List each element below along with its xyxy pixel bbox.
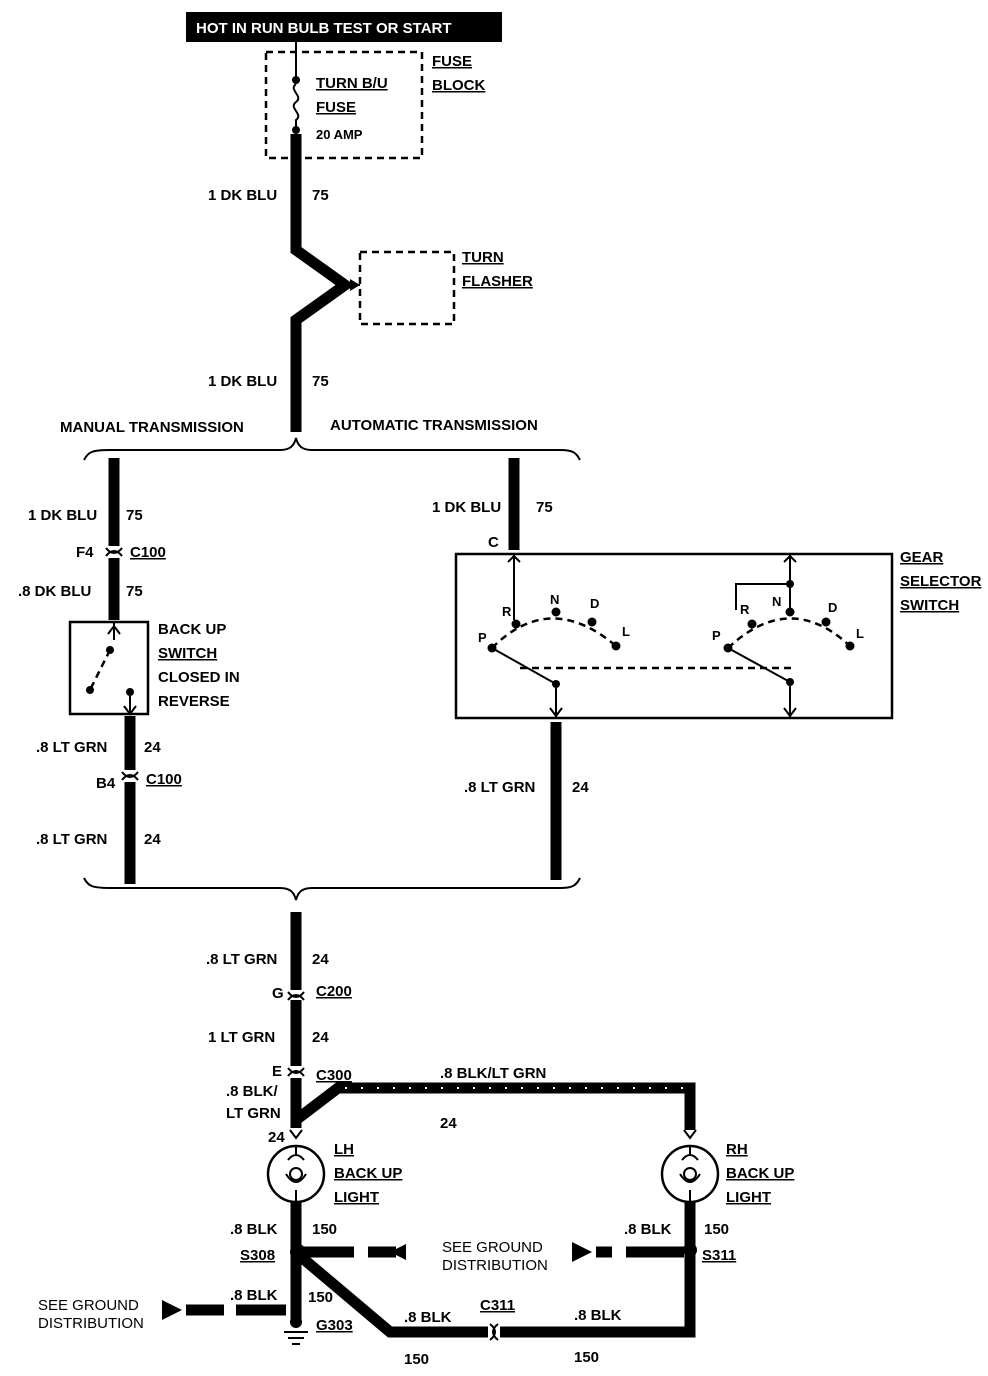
splice-s308-label: S308 — [240, 1247, 275, 1264]
wire-circuit-24-lh: 24 — [268, 1129, 285, 1146]
wire-label-common-lt-grn-1: .8 LT GRN — [206, 951, 277, 968]
connector-g: G — [272, 985, 284, 1002]
ground-ref-left-1: SEE GROUND — [38, 1297, 139, 1314]
connector-c: C — [488, 534, 499, 551]
wire-label-common-lt-grn-2: 1 LT GRN — [208, 1029, 275, 1046]
wire-blk-lt-grn-rh — [292, 1082, 696, 1130]
flasher-label-2: FLASHER — [462, 273, 533, 290]
connector-f4: F4 — [76, 544, 94, 561]
gear-switch-label-3: SWITCH — [900, 597, 959, 614]
wire-label-blk-lt-grn-rh: .8 BLK/LT GRN — [440, 1065, 546, 1082]
gear-n-2: N — [772, 594, 781, 609]
wire-label-manual-lt-grn-2: .8 LT GRN — [36, 831, 107, 848]
backup-switch-label-2: SWITCH — [158, 645, 217, 662]
connector-c300: C300 — [316, 1067, 352, 1084]
wire-circuit-24-auto: 24 — [572, 779, 589, 796]
wire-circuit-150-ground: 150 — [308, 1289, 333, 1306]
fuse-name-2: FUSE — [316, 99, 356, 116]
gear-r-2: R — [740, 602, 750, 617]
wire-circuit-75-manual-2: 75 — [126, 583, 143, 600]
wire-label-blk-lt-grn-1: .8 BLK/ — [226, 1083, 279, 1100]
fuse-rating: 20 AMP — [316, 127, 363, 142]
wire-label-ground-left: .8 BLK — [230, 1287, 278, 1304]
wire-circuit-75-manual: 75 — [126, 507, 143, 524]
gear-p-2: P — [712, 628, 721, 643]
fuse-name-1: TURN B/U — [316, 75, 388, 92]
wire-circuit-150-bottom-left: 150 — [404, 1351, 429, 1368]
option-brace-bottom — [83, 877, 581, 901]
rh-light-label-3: LIGHT — [726, 1189, 771, 1206]
splice-s311-label: S311 — [702, 1247, 736, 1264]
wire-circuit-75-mid: 75 — [312, 373, 329, 390]
gear-l-1: L — [622, 624, 630, 639]
wire-lh-to-c311 — [296, 1251, 488, 1338]
wire-label-auto-dk-blu: 1 DK BLU — [432, 499, 501, 516]
ground-ref-left-2: DISTRIBUTION — [38, 1315, 144, 1332]
wire-label-auto-lt-grn: .8 LT GRN — [464, 779, 535, 796]
flasher-label-1: TURN — [462, 249, 504, 266]
wire-circuit-75-top: 75 — [312, 187, 329, 204]
ground-ref-mid-2: DISTRIBUTION — [442, 1257, 548, 1274]
connector-b4: B4 — [96, 775, 116, 792]
gear-switch-label-1: GEAR — [900, 549, 944, 566]
splice-s308-dot — [290, 1244, 306, 1260]
gear-switch-label-2: SELECTOR — [900, 573, 982, 590]
wire-label-rh-blk: .8 BLK — [624, 1221, 672, 1238]
gear-selector-switch-box — [454, 552, 894, 720]
fuse-block-label-1: FUSE — [432, 53, 472, 70]
connector-c100-bottom: C100 — [146, 771, 182, 788]
connector-e: E — [272, 1063, 282, 1080]
rh-light-label-2: BACK UP — [726, 1165, 794, 1182]
wire-label-c311-left: .8 BLK — [404, 1309, 452, 1326]
fuse-block-label-2: BLOCK — [432, 77, 485, 94]
wire-label-manual-08-dk-blu: .8 DK BLU — [18, 583, 91, 600]
wire-circuit-24-manual-2: 24 — [144, 831, 161, 848]
gear-n-1: N — [550, 592, 559, 607]
lh-light-label-2: BACK UP — [334, 1165, 402, 1182]
power-header-box — [186, 12, 502, 42]
backup-switch-label-1: BACK UP — [158, 621, 226, 638]
gear-l-2: L — [856, 626, 864, 641]
gear-d-2: D — [828, 600, 837, 615]
option-brace-top — [83, 437, 581, 461]
ground-symbol-g303 — [284, 1331, 308, 1345]
wire-label-dk-blu-top: 1 DK BLU — [208, 187, 277, 204]
wire-circuit-75-auto: 75 — [536, 499, 553, 516]
gear-r-1: R — [502, 604, 512, 619]
rh-light-label-1: RH — [726, 1141, 748, 1158]
wire-label-blk-lt-grn-2: LT GRN — [226, 1105, 281, 1122]
ground-g303-label: G303 — [316, 1317, 353, 1334]
turn-flasher-outline — [358, 250, 456, 326]
wire-circuit-150-bottom-right: 150 — [574, 1349, 599, 1366]
lh-light-label-3: LIGHT — [334, 1189, 379, 1206]
connector-c311: C311 — [480, 1297, 515, 1314]
gear-d-1: D — [590, 596, 599, 611]
splice-s311-dot — [683, 1243, 697, 1257]
backup-switch-label-3: CLOSED IN — [158, 669, 240, 686]
connector-c200: C200 — [316, 983, 352, 1000]
fuse-symbol — [292, 83, 300, 128]
backup-switch-box — [68, 620, 150, 716]
wire-label-c311-right: .8 BLK — [574, 1307, 622, 1324]
power-header-label: HOT IN RUN BULB TEST OR START — [196, 20, 452, 37]
wire-label-manual-lt-grn-1: .8 LT GRN — [36, 739, 107, 756]
ground-ref-mid-1: SEE GROUND — [442, 1239, 543, 1256]
connector-c100-top: C100 — [130, 544, 166, 561]
manual-transmission-label: MANUAL TRANSMISSION — [60, 419, 244, 436]
wire-circuit-24-manual-1: 24 — [144, 739, 161, 756]
gear-p-1: P — [478, 630, 487, 645]
wire-label-lh-blk: .8 BLK — [230, 1221, 278, 1238]
wire-label-dk-blu-mid: 1 DK BLU — [208, 373, 277, 390]
wire-circuit-24-rh: 24 — [440, 1115, 457, 1132]
wire-circuit-150-rh: 150 — [704, 1221, 729, 1238]
backup-switch-label-4: REVERSE — [158, 693, 230, 710]
fuse-block-outline — [264, 50, 424, 160]
wire-label-manual-dk-blu: 1 DK BLU — [28, 507, 97, 524]
automatic-transmission-label: AUTOMATIC TRANSMISSION — [330, 417, 538, 434]
wire-circuit-24-common-2: 24 — [312, 1029, 329, 1046]
wire-circuit-150-lh: 150 — [312, 1221, 337, 1238]
wire-circuit-24-common-1: 24 — [312, 951, 329, 968]
lh-light-label-1: LH — [334, 1141, 354, 1158]
